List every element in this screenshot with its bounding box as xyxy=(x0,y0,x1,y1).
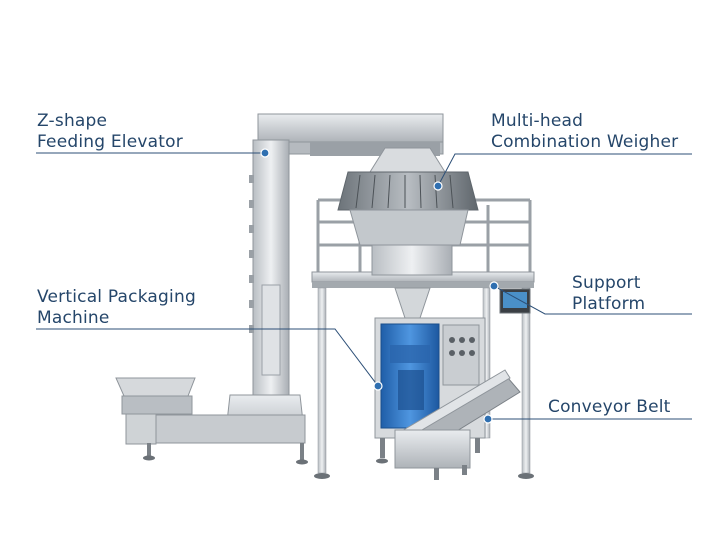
label-support-platform: Support Platform xyxy=(572,273,645,315)
conveyor-belt xyxy=(394,369,521,480)
label-line: Combination Weigher xyxy=(491,132,679,152)
leader-dot-zshape xyxy=(260,148,270,158)
label-line: Z-shape xyxy=(37,111,108,131)
label-line: Multi-head xyxy=(491,111,584,131)
leader-line-support xyxy=(493,285,692,315)
leader-line-multihead xyxy=(437,153,692,187)
label-line: Machine xyxy=(37,308,110,328)
multihead-weigher xyxy=(337,147,479,319)
label-zshape-feeding-elevator: Z-shape Feeding Elevator xyxy=(37,111,183,153)
label-line: Vertical Packaging xyxy=(37,287,196,307)
leader-lines xyxy=(36,152,692,420)
label-line: Feeding Elevator xyxy=(37,132,183,152)
label-conveyor-belt: Conveyor Belt xyxy=(548,397,671,418)
leader-dot-vertical xyxy=(373,381,383,391)
label-line: Platform xyxy=(572,294,646,314)
z-shape-elevator xyxy=(115,113,444,465)
leader-line-vertical xyxy=(36,328,379,387)
label-line: Support xyxy=(572,273,641,293)
leader-dot-conveyor xyxy=(483,414,493,424)
leader-dots xyxy=(260,148,499,424)
leader-dot-support xyxy=(489,281,499,291)
leader-dot-multihead xyxy=(433,181,443,191)
label-vertical-packaging-machine: Vertical Packaging Machine xyxy=(37,287,196,329)
label-line: Conveyor Belt xyxy=(548,397,671,417)
label-multihead-combination-weigher: Multi-head Combination Weigher xyxy=(491,111,678,153)
